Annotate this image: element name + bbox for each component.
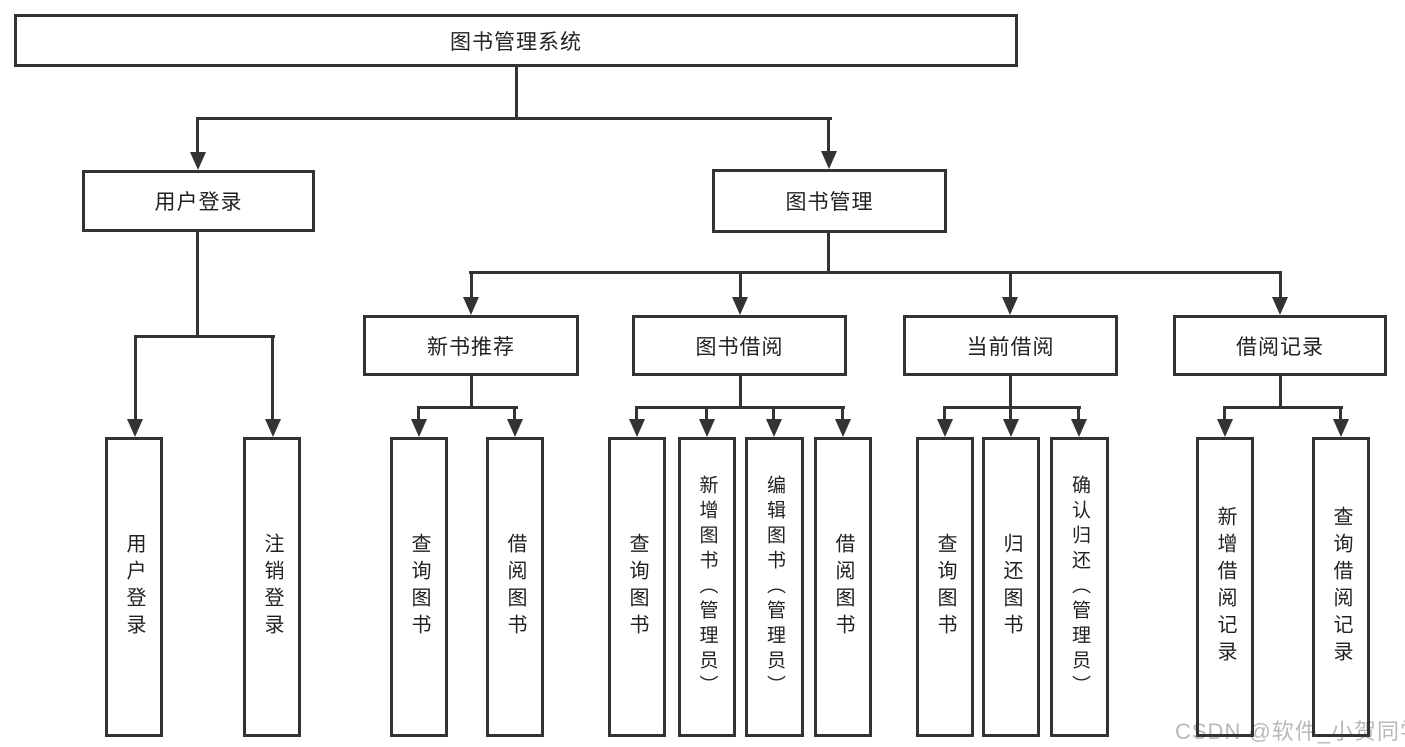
arrowhead-b1-icon: [411, 419, 427, 437]
connector-d3-stem: [1077, 406, 1080, 422]
leaf-query-borrow-record: 查询借阅记录: [1312, 437, 1370, 737]
connector-new-book-stem: [470, 271, 473, 299]
arrowhead-e1-icon: [1217, 419, 1233, 437]
connector-borrow-records-rail: [1223, 406, 1343, 409]
connector-new-book-rail: [417, 406, 518, 409]
node-book-management: 图书管理: [712, 169, 947, 233]
connector-c1-stem: [635, 406, 638, 422]
node-new-book-recommend: 新书推荐: [363, 315, 579, 376]
arrowhead-c2-icon: [699, 419, 715, 437]
connector-c3-stem: [772, 406, 775, 422]
connector-borrow-records-down: [1279, 376, 1282, 409]
connector-user-login-stem: [196, 117, 199, 155]
connector-b2-stem: [513, 406, 516, 422]
connector-root-stem: [515, 66, 518, 120]
arrowhead-current-borrow-icon: [1002, 297, 1018, 315]
leaf-return-books: 归还图书: [982, 437, 1040, 737]
connector-c4-stem: [841, 406, 844, 422]
csdn-watermark: CSDN @软件_小贺同学: [1175, 719, 1405, 744]
arrowhead-book-borrow-icon: [732, 297, 748, 315]
connector-current-borrow-stem: [1009, 271, 1012, 299]
leaf-user-login: 用户登录: [105, 437, 163, 737]
connector-user-login-rail: [134, 335, 275, 338]
connector-e2-stem: [1339, 406, 1342, 422]
connector-current-borrow-rail: [943, 406, 1081, 409]
node-current-borrowing: 当前借阅: [903, 315, 1118, 376]
connector-leaf-login-stem: [134, 335, 137, 421]
arrowhead-c3-icon: [766, 419, 782, 437]
arrowhead-leaf-logout-icon: [265, 419, 281, 437]
arrowhead-e2-icon: [1333, 419, 1349, 437]
leaf-borrow-books-recommend: 借阅图书: [486, 437, 544, 737]
connector-d2-stem: [1009, 406, 1012, 422]
connector-e1-stem: [1223, 406, 1226, 422]
connector-current-borrow-down: [1009, 376, 1012, 409]
arrowhead-d1-icon: [937, 419, 953, 437]
arrowhead-new-book-icon: [463, 297, 479, 315]
node-book-borrowing: 图书借阅: [632, 315, 847, 376]
arrowhead-borrow-records-icon: [1272, 297, 1288, 315]
node-user-login: 用户登录: [82, 170, 315, 232]
leaf-confirm-return-admin: 确认归还（管理员）: [1050, 437, 1109, 737]
connector-book-mgmt-down: [827, 233, 830, 274]
connector-book-mgmt-stem: [827, 117, 830, 154]
leaf-logout: 注销登录: [243, 437, 301, 737]
connector-c2-stem: [705, 406, 708, 422]
connector-book-borrow-down: [739, 376, 742, 409]
arrowhead-c1-icon: [629, 419, 645, 437]
connector-new-book-down: [470, 376, 473, 409]
leaf-borrow-books: 借阅图书: [814, 437, 872, 737]
connector-b1-stem: [417, 406, 420, 422]
connector-borrow-records-stem: [1279, 271, 1282, 299]
arrowhead-c4-icon: [835, 419, 851, 437]
leaf-edit-books-admin: 编辑图书（管理员）: [745, 437, 804, 737]
arrowhead-d2-icon: [1003, 419, 1019, 437]
connector-d1-stem: [943, 406, 946, 422]
node-borrowing-records: 借阅记录: [1173, 315, 1387, 376]
connector-level2-rail: [196, 117, 832, 120]
leaf-add-borrow-record: 新增借阅记录: [1196, 437, 1254, 737]
connector-user-login-down: [196, 232, 199, 338]
node-book-management-system: 图书管理系统: [14, 14, 1018, 67]
arrowhead-leaf-login-icon: [127, 419, 143, 437]
arrowhead-user-login-icon: [190, 152, 206, 170]
connector-book-borrow-rail: [635, 406, 845, 409]
leaf-query-books-current: 查询图书: [916, 437, 974, 737]
leaf-query-books-recommend: 查询图书: [390, 437, 448, 737]
arrowhead-book-mgmt-icon: [821, 151, 837, 169]
connector-book-borrow-stem: [739, 271, 742, 299]
connector-level3-rail: [469, 271, 1282, 274]
arrowhead-d3-icon: [1071, 419, 1087, 437]
arrowhead-b2-icon: [507, 419, 523, 437]
connector-leaf-logout-stem: [271, 335, 274, 421]
leaf-add-books-admin: 新增图书（管理员）: [678, 437, 736, 737]
leaf-query-books-borrow: 查询图书: [608, 437, 666, 737]
